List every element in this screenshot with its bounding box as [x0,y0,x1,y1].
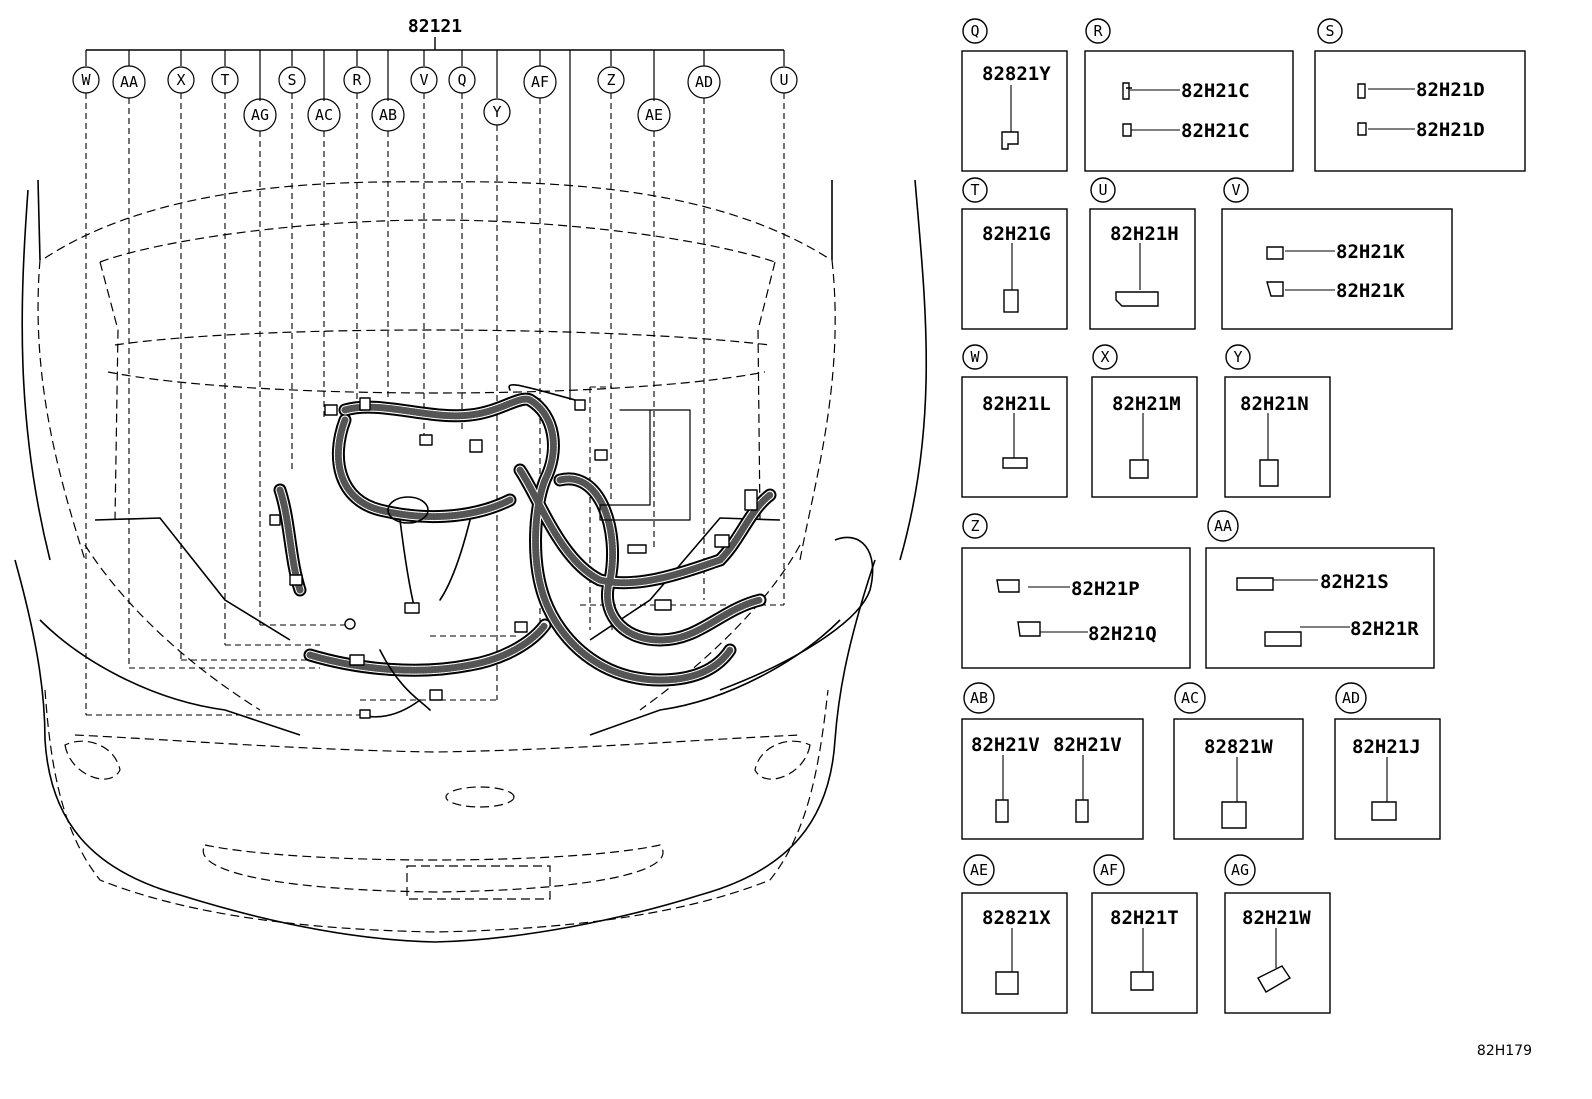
part-number-U-1[interactable]: 82H21H [1110,223,1179,245]
box-V[interactable] [1221,177,1453,330]
part-number-R-2[interactable]: 82H21C [1181,120,1250,142]
callout-label-AE: AE [645,106,663,124]
box-tag-Z: Z [970,517,979,535]
part-number-T-1[interactable]: 82H21G [982,223,1051,245]
part-number-S-2[interactable]: 82H21D [1416,119,1485,141]
part-number-AD-1[interactable]: 82H21J [1352,736,1421,758]
main-part-number[interactable]: 82121 [408,16,462,37]
part-number-Q-1[interactable]: 82821Y [982,63,1051,85]
callout-label-T: T [220,71,229,89]
callout-label-W: W [81,71,91,89]
box-tag-S: S [1325,22,1334,40]
box-tag-AE: AE [970,861,988,879]
part-number-V-1[interactable]: 82H21K [1336,241,1405,263]
box-Z[interactable] [961,513,1191,669]
part-number-W-1[interactable]: 82H21L [982,393,1051,415]
part-number-X-1[interactable]: 82H21M [1112,393,1181,415]
leader-lines [85,93,785,716]
part-number-V-2[interactable]: 82H21K [1336,280,1405,302]
box-tag-AB: AB [970,689,988,707]
callout-label-AA: AA [120,73,138,91]
callout-label-X: X [176,71,185,89]
box-X[interactable] [1091,344,1198,498]
part-number-AC-1[interactable]: 82821W [1204,736,1273,758]
box-tag-AG: AG [1231,861,1249,879]
box-AD[interactable] [1334,682,1441,840]
box-AB[interactable] [961,682,1144,840]
callout-label-Q: Q [457,71,466,89]
box-AG[interactable] [1224,854,1331,1014]
box-Q[interactable] [961,18,1068,172]
box-W[interactable] [961,344,1068,498]
part-number-AF-1[interactable]: 82H21T [1110,907,1179,929]
callout-label-AC: AC [315,106,333,124]
callout-label-V: V [419,71,428,89]
part-number-AA-2[interactable]: 82H21R [1350,618,1419,640]
part-number-AB-1[interactable]: 82H21V [971,734,1040,756]
wire-harness[interactable] [269,384,777,719]
vehicle-outline [37,181,836,933]
box-tag-V: V [1231,181,1240,199]
part-number-Z-1[interactable]: 82H21P [1071,578,1140,600]
part-number-AG-1[interactable]: 82H21W [1242,907,1311,929]
box-Y[interactable] [1224,344,1331,498]
callout-label-Z: Z [606,71,615,89]
callout-label-R: R [352,71,362,89]
callout-label-U: U [779,71,788,89]
box-T[interactable] [961,177,1068,330]
box-tag-W: W [970,348,980,366]
box-tag-T: T [970,181,979,199]
box-tag-R: R [1093,22,1103,40]
callout-label-S: S [287,71,296,89]
callout-label-AF: AF [531,73,549,91]
part-number-S-1[interactable]: 82H21D [1416,79,1485,101]
box-AF[interactable] [1091,854,1198,1014]
box-tag-AD: AD [1342,689,1360,707]
part-number-AB-2[interactable]: 82H21V [1053,734,1122,756]
callout-label-AD: AD [695,73,713,91]
part-number-Y-1[interactable]: 82H21N [1240,393,1309,415]
diagram-reference: 82H179 [1477,1043,1532,1059]
box-AE[interactable] [961,854,1068,1014]
box-AC[interactable] [1173,682,1304,840]
box-AA[interactable] [1205,510,1435,669]
box-tag-AA: AA [1214,517,1232,535]
callout-label-AG: AG [251,106,269,124]
box-R[interactable] [1084,18,1294,172]
box-tag-Y: Y [1233,348,1242,366]
callout-label-AB: AB [379,106,397,124]
callout-label-Y: Y [492,103,501,121]
part-number-AA-1[interactable]: 82H21S [1320,571,1389,593]
part-number-R-1[interactable]: 82H21C [1181,80,1250,102]
box-tag-X: X [1100,348,1109,366]
box-S[interactable] [1314,18,1526,172]
box-tag-AF: AF [1100,861,1118,879]
part-number-Z-2[interactable]: 82H21Q [1088,623,1157,645]
box-tag-U: U [1098,181,1107,199]
box-tag-Q: Q [970,22,979,40]
part-boxes [961,18,1526,1014]
box-tag-AC: AC [1181,689,1199,707]
part-number-AE-1[interactable]: 82821X [982,907,1051,929]
box-U[interactable] [1089,177,1196,330]
main-assembly: 82121 [14,16,928,943]
